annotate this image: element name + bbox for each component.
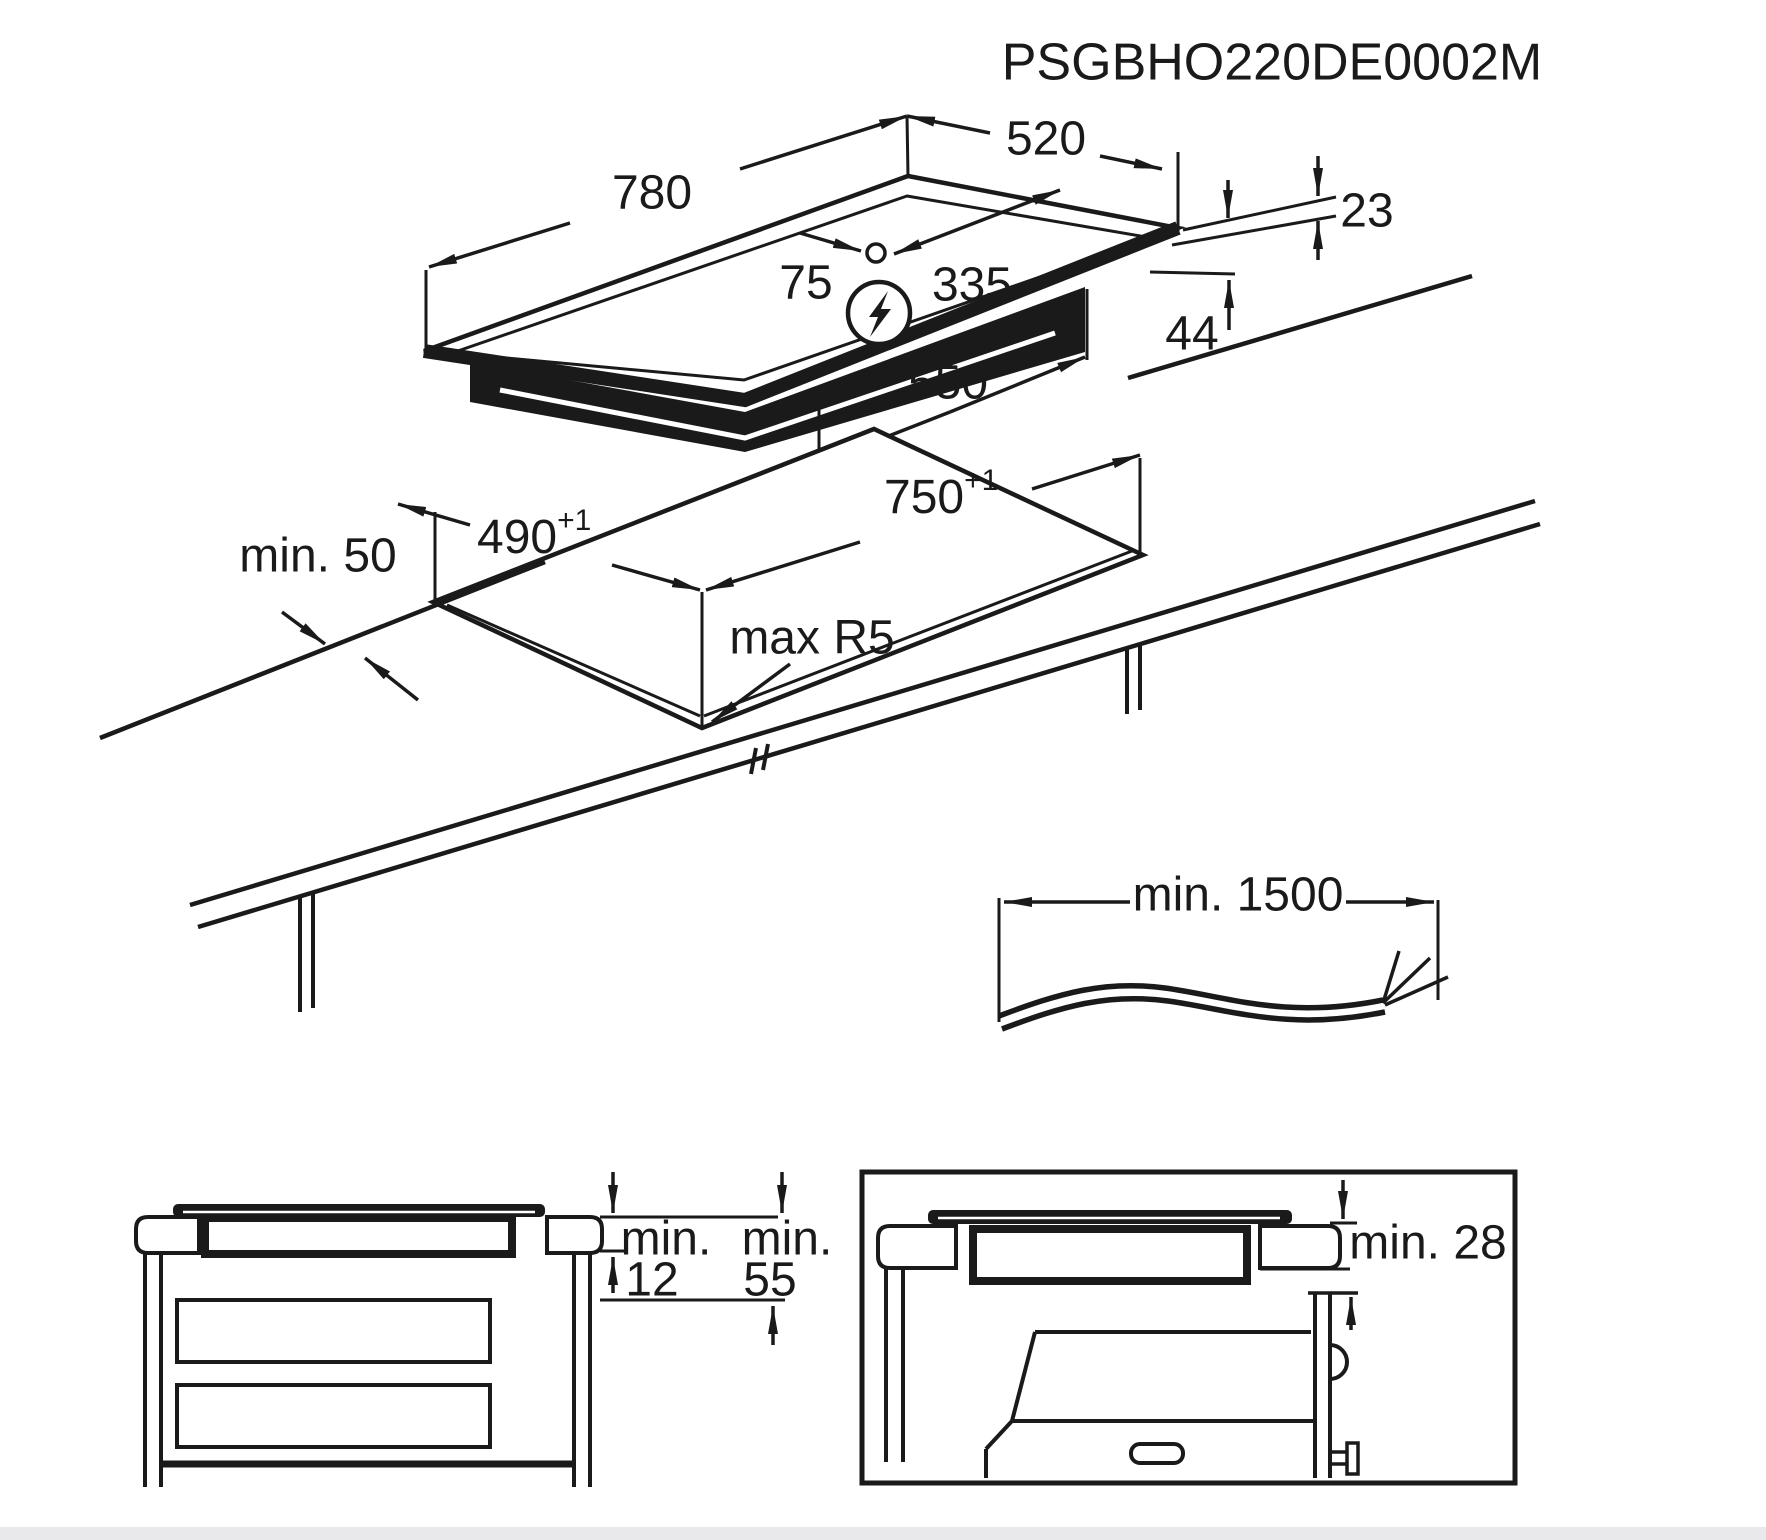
hob-body-profile-2 bbox=[969, 1225, 1251, 1285]
drawer-bottom bbox=[175, 1383, 492, 1449]
worktop-left-block-2 bbox=[876, 1224, 958, 1270]
dim-maxR5-label: max R5 bbox=[729, 612, 894, 665]
worktop-cutout-view: min. 50 490+1 750+1 max R5 bbox=[99, 426, 1541, 1012]
dim-23-label: 23 bbox=[1340, 185, 1393, 238]
lightning-bolt-icon bbox=[845, 279, 913, 347]
drawer-top bbox=[175, 1298, 492, 1364]
hob-body-seam bbox=[499, 330, 1056, 441]
dim-335-label: 335 bbox=[932, 259, 1012, 312]
worktop-right-block bbox=[545, 1215, 604, 1255]
worktop-left-block bbox=[134, 1215, 201, 1255]
dim-min50-label: min. 50 bbox=[239, 530, 396, 583]
dim-75-label: 75 bbox=[779, 257, 832, 310]
dim-min1500-label: min. 1500 bbox=[1133, 869, 1344, 922]
cable-curve bbox=[998, 982, 1384, 1019]
dim-min12-value: 12 bbox=[625, 1254, 678, 1307]
hob-body bbox=[470, 287, 1085, 452]
footer-bar bbox=[0, 1527, 1766, 1540]
hob-glass-inner-line bbox=[451, 194, 1153, 382]
cabinet-cross-section: min. 12 min. 55 bbox=[134, 1172, 833, 1487]
hob-body-profile bbox=[201, 1214, 516, 1258]
hob-front-rim bbox=[422, 221, 1181, 408]
power-cable-drawing: min. 1500 bbox=[997, 869, 1449, 1032]
worktop-cutout bbox=[427, 426, 1149, 731]
oven-hinge-bump bbox=[1329, 1343, 1349, 1381]
dim-750-label: 750+1 bbox=[884, 464, 998, 524]
dim-490-label: 490+1 bbox=[477, 504, 591, 564]
cable-gland-point bbox=[865, 242, 887, 264]
dim-44-label: 44 bbox=[1165, 308, 1218, 361]
oven-knob bbox=[1345, 1441, 1360, 1476]
dim-min55-value: 55 bbox=[743, 1254, 796, 1307]
oven-clearance-section: min. 28 bbox=[859, 1169, 1518, 1486]
dim-520-label: 520 bbox=[1006, 113, 1086, 166]
dim-550-label: 550 bbox=[908, 357, 988, 410]
worktop-right-block-2 bbox=[1258, 1224, 1342, 1270]
oven-drawing bbox=[984, 1291, 1360, 1478]
dim-min55-prefix: min. bbox=[742, 1213, 833, 1266]
section-frame bbox=[859, 1169, 1518, 1486]
hob-glass-profile bbox=[173, 1204, 545, 1217]
part-number-title: PSGBHO220DE0002M bbox=[1002, 34, 1543, 92]
dim-780-label: 780 bbox=[612, 167, 692, 220]
oven-handle bbox=[1129, 1442, 1185, 1465]
hob-isometric-view: 780 520 75 335 23 44 5 bbox=[422, 113, 1473, 468]
dim-min12-prefix: min. bbox=[621, 1213, 712, 1266]
dim-min28-label: min. 28 bbox=[1349, 1217, 1506, 1270]
